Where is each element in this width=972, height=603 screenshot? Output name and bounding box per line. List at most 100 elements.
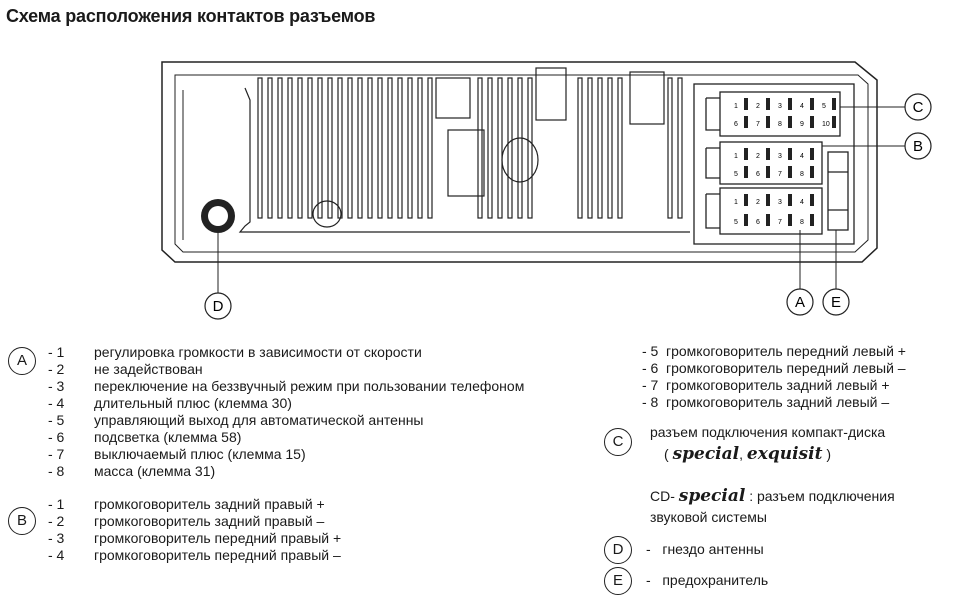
leader-lines [799, 106, 905, 290]
pin-label: 6 [756, 171, 760, 178]
pin-contact [766, 116, 770, 128]
legend-cd-special: CD- special : разъем подключения [650, 486, 895, 506]
pin-label: 10 [822, 121, 830, 128]
pin-label: 6 [756, 219, 760, 226]
radio-housing [161, 61, 878, 263]
legend-e-badge: E [604, 567, 632, 595]
pin-label: 1 [734, 153, 738, 160]
fin [267, 77, 273, 219]
fin [407, 77, 413, 219]
fin [277, 77, 283, 219]
callout-a-label: A [795, 294, 805, 311]
fin [387, 77, 393, 219]
pin-contact [766, 166, 770, 178]
pin-label: 3 [778, 199, 782, 206]
pin-contact [744, 148, 748, 160]
fin [497, 77, 503, 219]
pin-contact [788, 166, 792, 178]
cd-special-wordmark: special [678, 486, 746, 506]
pin-label: 5 [822, 103, 826, 110]
fin [417, 77, 423, 219]
pin-label: 2 [756, 199, 760, 206]
pin-label: 7 [778, 171, 782, 178]
fin [607, 77, 613, 219]
legend-b-badge: B [8, 507, 36, 535]
fin [337, 77, 343, 219]
pin-label: 2 [756, 103, 760, 110]
pin-label: 1 [734, 103, 738, 110]
fin [357, 77, 363, 219]
fin [487, 77, 493, 219]
fin [507, 77, 513, 219]
pin-label: 3 [778, 103, 782, 110]
fin [377, 77, 383, 219]
pin-label: 5 [734, 171, 738, 178]
pin-label: 2 [756, 153, 760, 160]
pin-contact [810, 166, 814, 178]
fin [427, 77, 433, 219]
pin-contact [788, 214, 792, 226]
callout-b: B [904, 132, 932, 160]
pin-contact [810, 116, 814, 128]
callout-b-label: B [913, 138, 923, 155]
fin [667, 77, 673, 219]
pin-label: 4 [800, 103, 804, 110]
fin [587, 77, 593, 219]
fin [317, 77, 323, 219]
pin-contact [766, 194, 770, 206]
antenna-socket [201, 199, 235, 293]
page-title: Схема расположения контактов разъемов [6, 6, 376, 26]
fin [617, 77, 623, 219]
fin [257, 77, 263, 219]
pin-contact [810, 194, 814, 206]
fin [297, 77, 303, 219]
pin-label: 9 [800, 121, 804, 128]
pin-contact [766, 98, 770, 110]
pin-contact [832, 116, 836, 128]
legend-cd-special-line2: звуковой системы [650, 509, 767, 525]
pin-label: 7 [756, 121, 760, 128]
callout-c: C [904, 93, 932, 121]
pin-label: 8 [778, 121, 782, 128]
pin-contact [744, 214, 748, 226]
pin-label: 3 [778, 153, 782, 160]
fin [577, 77, 583, 219]
exquisit-wordmark: exquisit [746, 444, 823, 464]
fin [327, 77, 333, 219]
pin-label: 8 [800, 219, 804, 226]
pin-label: 4 [800, 199, 804, 206]
legend-d-text: - гнездо антенны [646, 541, 764, 557]
fin [347, 77, 353, 219]
callout-c-label: C [913, 99, 924, 116]
pin-contact [744, 98, 748, 110]
legend-d-badge: D [604, 536, 632, 564]
heat-sink-fins [257, 77, 683, 219]
fin [367, 77, 373, 219]
pin-contact [810, 98, 814, 110]
pin-contact [788, 116, 792, 128]
fin [287, 77, 293, 219]
pin-contact [744, 194, 748, 206]
pin-contact [744, 166, 748, 178]
legend-c-text: разъем подключения компакт-диска [650, 424, 886, 440]
